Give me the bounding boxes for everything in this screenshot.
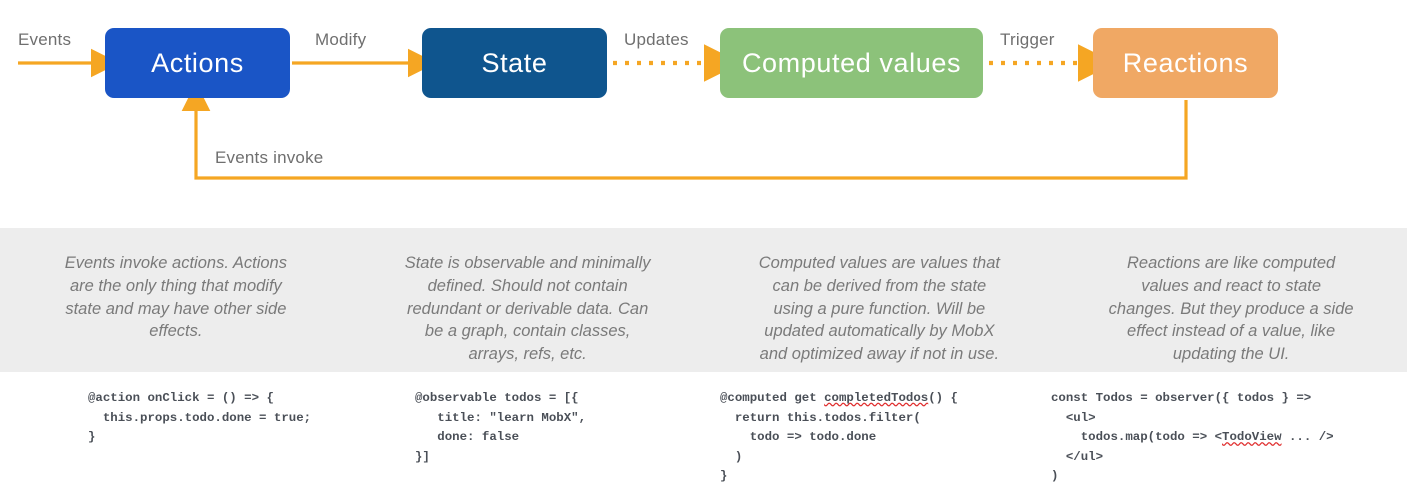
code-sample-computed: @computed get completedTodos() { return … xyxy=(720,389,958,487)
code-token: @action onClick = () => { xyxy=(88,391,274,405)
edge-label-events: Events xyxy=(18,30,72,49)
code-token: title: "learn MobX", xyxy=(415,410,587,425)
code-token: }] xyxy=(415,449,430,464)
code-token: TodoView xyxy=(1222,430,1282,445)
code-token: todos.map(todo => < xyxy=(1051,430,1223,445)
code-sample-reactions: const Todos = observer({ todos } => <ul>… xyxy=(1051,389,1334,487)
code-token: completedTodos xyxy=(824,391,929,405)
node-actions[interactable]: Actions xyxy=(105,28,290,98)
edge-label-events-invoke: Events invoke xyxy=(215,148,324,167)
code-token: todo => todo.done xyxy=(720,430,877,445)
code-token: () { xyxy=(928,391,958,405)
edge-label-updates: Updates xyxy=(624,30,689,49)
code-token: </ul> xyxy=(1051,449,1104,464)
edge-label-trigger: Trigger xyxy=(1000,30,1055,49)
description-column-computed: Computed values are values that can be d… xyxy=(704,228,1056,372)
description-text-state: State is observable and minimally define… xyxy=(404,254,651,364)
description-column-actions: Events invoke actions. Actions are the o… xyxy=(0,228,352,372)
description-column-state: State is observable and minimally define… xyxy=(352,228,704,372)
description-band: Events invoke actions. Actions are the o… xyxy=(0,228,1407,372)
code-token: } xyxy=(88,430,96,445)
node-state-label: State xyxy=(481,47,548,78)
code-token: } xyxy=(720,469,728,484)
code-sample-state: @observable todos = [{ title: "learn Mob… xyxy=(415,389,586,467)
description-column-reactions: Reactions are like computed values and r… xyxy=(1055,228,1407,372)
diagram-arrows xyxy=(18,44,1188,180)
description-text-reactions: Reactions are like computed values and r… xyxy=(1108,254,1354,364)
node-reactions-label: Reactions xyxy=(1122,47,1249,78)
code-band: @action onClick = () => { this.props.tod… xyxy=(0,372,1407,483)
edge-label-modify: Modify xyxy=(315,30,367,49)
code-token: <ul> xyxy=(1051,410,1096,425)
node-actions-label: Actions xyxy=(151,47,244,78)
description-text-actions: Events invoke actions. Actions are the o… xyxy=(64,254,287,341)
diagram-area: Actions State Computed values Reactions … xyxy=(0,0,1407,228)
code-token: const Todos = observer({ todos } => xyxy=(1051,391,1312,405)
node-reactions[interactable]: Reactions xyxy=(1093,28,1278,98)
node-state[interactable]: State xyxy=(422,28,607,98)
code-token: return this.todos.filter( xyxy=(720,410,921,425)
node-computed-values[interactable]: Computed values xyxy=(720,28,983,98)
arrow-events-invoke xyxy=(181,82,1188,180)
description-text-computed: Computed values are values that can be d… xyxy=(758,254,1000,364)
code-token: ) xyxy=(1051,469,1059,484)
code-token: @observable todos = [{ xyxy=(415,391,579,405)
code-token: @computed get xyxy=(720,391,825,405)
code-token: ) xyxy=(720,449,743,464)
code-token: this.props.todo.done = true; xyxy=(88,410,312,425)
node-computed-values-label: Computed values xyxy=(741,47,962,78)
code-token: done: false xyxy=(415,430,520,445)
code-token: ... /> xyxy=(1281,430,1334,445)
code-sample-actions: @action onClick = () => { this.props.tod… xyxy=(88,389,311,448)
